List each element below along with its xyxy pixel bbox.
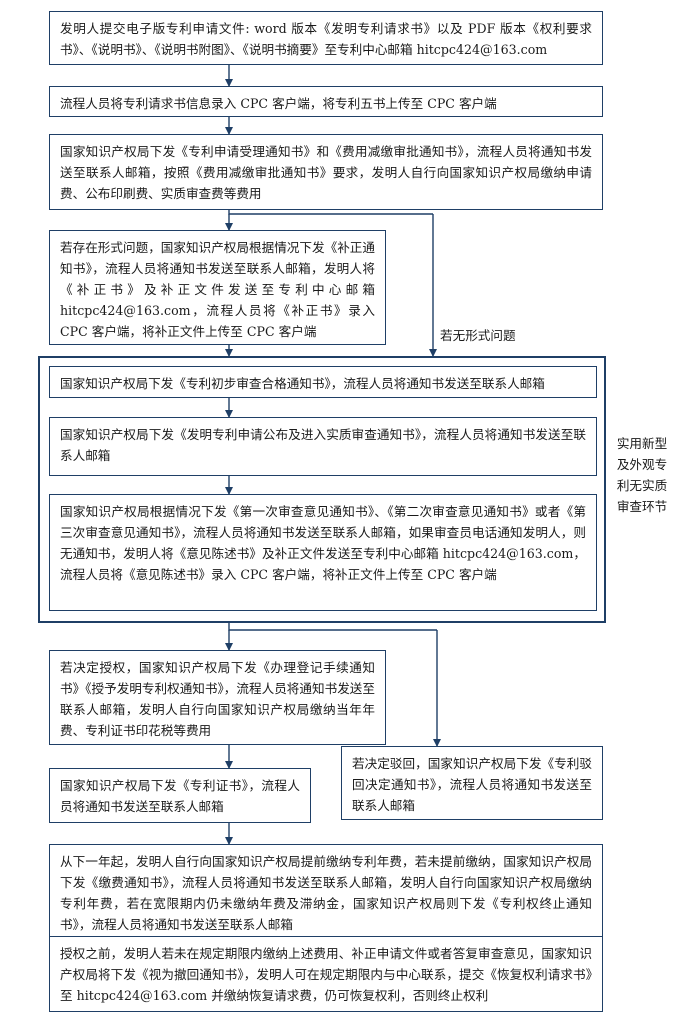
label-no-formal-issue: 若无形式问题 bbox=[440, 328, 516, 343]
step-grant-decision: 若决定授权，国家知识产权局下发《办理登记手续通知书》《授予发明专利权通知书》，流… bbox=[49, 650, 386, 745]
step-withdrawal-restore: 授权之前，发明人若未在规定期限内缴纳上述费用、补正申请文件或者答复审查意见，国家… bbox=[49, 936, 603, 1012]
step-examination-opinion: 国家知识产权局根据情况下发《第一次审查意见通知书》、《第二次审查意见通知书》或者… bbox=[49, 494, 597, 611]
step-publication-notice: 国家知识产权局下发《发明专利申请公布及进入实质审查通知书》，流程人员将通知书发送… bbox=[49, 417, 597, 476]
step-rejection-decision: 若决定驳回，国家知识产权局下发《专利驳回决定通知书》，流程人员将通知书发送至联系… bbox=[341, 746, 603, 820]
step-submit-application: 发明人提交电子版专利申请文件: word 版本《发明专利请求书》以及 PDF 版… bbox=[49, 11, 603, 65]
step-enter-cpc: 流程人员将专利请求书信息录入 CPC 客户端，将专利五书上传至 CPC 客户端 bbox=[49, 86, 603, 117]
step-preliminary-pass: 国家知识产权局下发《专利初步审查合格通知书》，流程人员将通知书发送至联系人邮箱 bbox=[49, 366, 597, 398]
step-annual-fee: 从下一年起，发明人自行向国家知识产权局提前缴纳专利年费，若未提前缴纳，国家知识产… bbox=[49, 844, 603, 937]
side-note-utility-design: 实用新型及外观专利无实质审查环节 bbox=[616, 436, 668, 514]
step-acceptance-notice: 国家知识产权局下发《专利申请受理通知书》和《费用减缴审批通知书》，流程人员将通知… bbox=[49, 134, 603, 210]
examination-group bbox=[38, 356, 606, 623]
step-patent-certificate: 国家知识产权局下发《专利证书》，流程人员将通知书发送至联系人邮箱 bbox=[49, 768, 311, 823]
arrow-container-split bbox=[228, 622, 437, 631]
step-formal-correction: 若存在形式问题，国家知识产权局根据情况下发《补正通知书》，流程人员将通知书发送至… bbox=[49, 230, 386, 345]
